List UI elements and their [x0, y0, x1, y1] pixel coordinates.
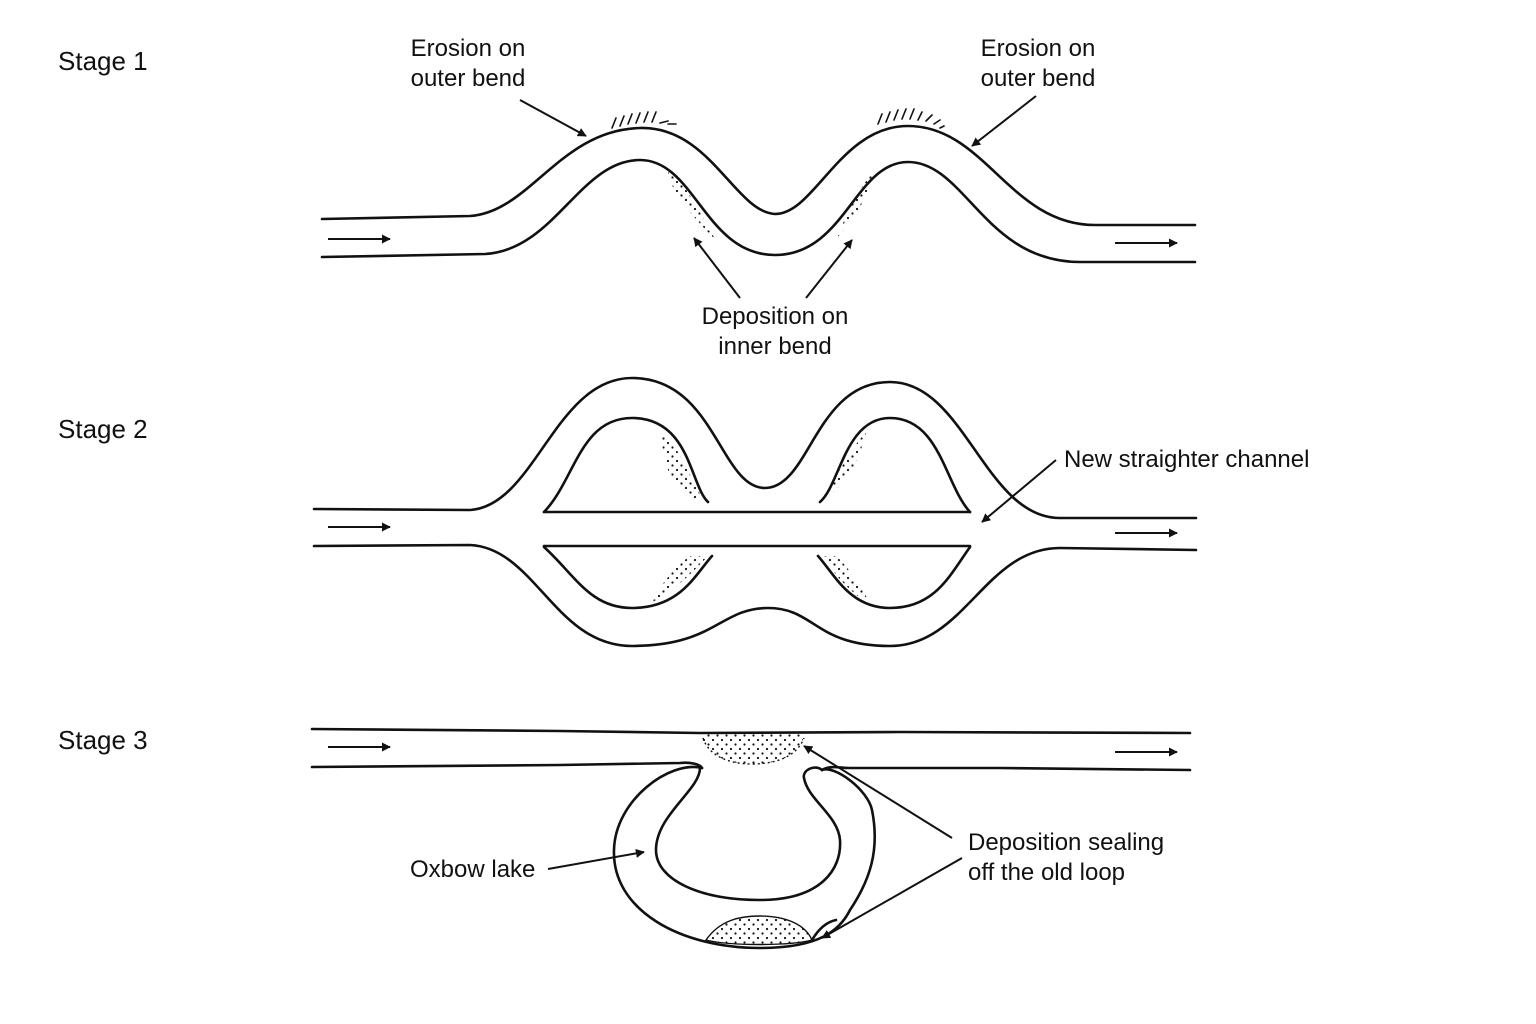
deposit-lower-right — [822, 556, 872, 605]
seal-bottom-pointer — [821, 857, 963, 939]
deposit-seal-top — [700, 733, 805, 764]
oxbow-lake-label: Oxbow lake — [410, 856, 535, 883]
sealing-label-line1: Deposition sealing — [968, 829, 1164, 856]
stage-1-group: Stage 1 Erosion on outer bend Erosion on… — [58, 35, 1197, 360]
seal-top-pointer — [803, 745, 953, 839]
stage-2-group: Stage 2 New straighter channel — [58, 376, 1309, 648]
deposition-right-pointer — [805, 239, 853, 299]
river-bank-upper — [320, 124, 1197, 227]
lower-loop-outer-bank — [312, 543, 1198, 648]
deposit-seal-top-outline — [702, 737, 805, 765]
straight-channel-top-bank — [310, 727, 1192, 735]
deposit-inner-right — [835, 174, 872, 240]
oxbow-outer-bank — [612, 765, 876, 950]
deposit-inner-left — [668, 172, 716, 240]
straight-channel-bottom-bank-left — [310, 761, 704, 770]
erosion-right-label-line2: outer bend — [981, 65, 1096, 92]
stage-3-group: Stage 3 Oxbow lake Deposition sealing of… — [58, 725, 1192, 950]
new-channel-label: New straighter channel — [1064, 446, 1309, 473]
sealing-label-line2: off the old loop — [968, 859, 1125, 886]
erosion-left-label-line2: outer bend — [411, 65, 526, 92]
stage-1-label: Stage 1 — [58, 46, 148, 76]
stage-2-label: Stage 2 — [58, 414, 148, 444]
deposit-lower-left — [646, 556, 708, 605]
deposition-label-line1: Deposition on — [702, 303, 849, 330]
river-bank-lower — [320, 158, 1197, 264]
new-channel-pointer — [981, 459, 1057, 523]
deposit-seal-bottom — [704, 915, 813, 946]
erosion-hatch-right — [877, 108, 945, 129]
erosion-left-pointer — [519, 99, 587, 137]
erosion-left-label-line1: Erosion on — [411, 35, 526, 62]
deposition-label-line2: inner bend — [718, 333, 831, 360]
oxbow-pointer — [547, 848, 645, 870]
upper-loop-inner-bank — [542, 416, 972, 514]
lower-loop-inner-bank — [542, 545, 972, 610]
erosion-right-pointer — [971, 95, 1037, 147]
straight-channel-bottom-bank-right — [820, 765, 1192, 772]
erosion-hatch-left — [611, 111, 677, 129]
deposition-left-pointer — [693, 237, 741, 299]
upper-loop-outer-bank — [312, 376, 1198, 520]
seal-bottom-bank-notch — [810, 918, 838, 942]
stage-3-label: Stage 3 — [58, 725, 148, 755]
deposit-upper-left — [660, 432, 704, 500]
oxbow-inner-bank — [654, 766, 842, 902]
deposit-upper-right — [824, 432, 866, 500]
erosion-right-label-line1: Erosion on — [981, 35, 1096, 62]
